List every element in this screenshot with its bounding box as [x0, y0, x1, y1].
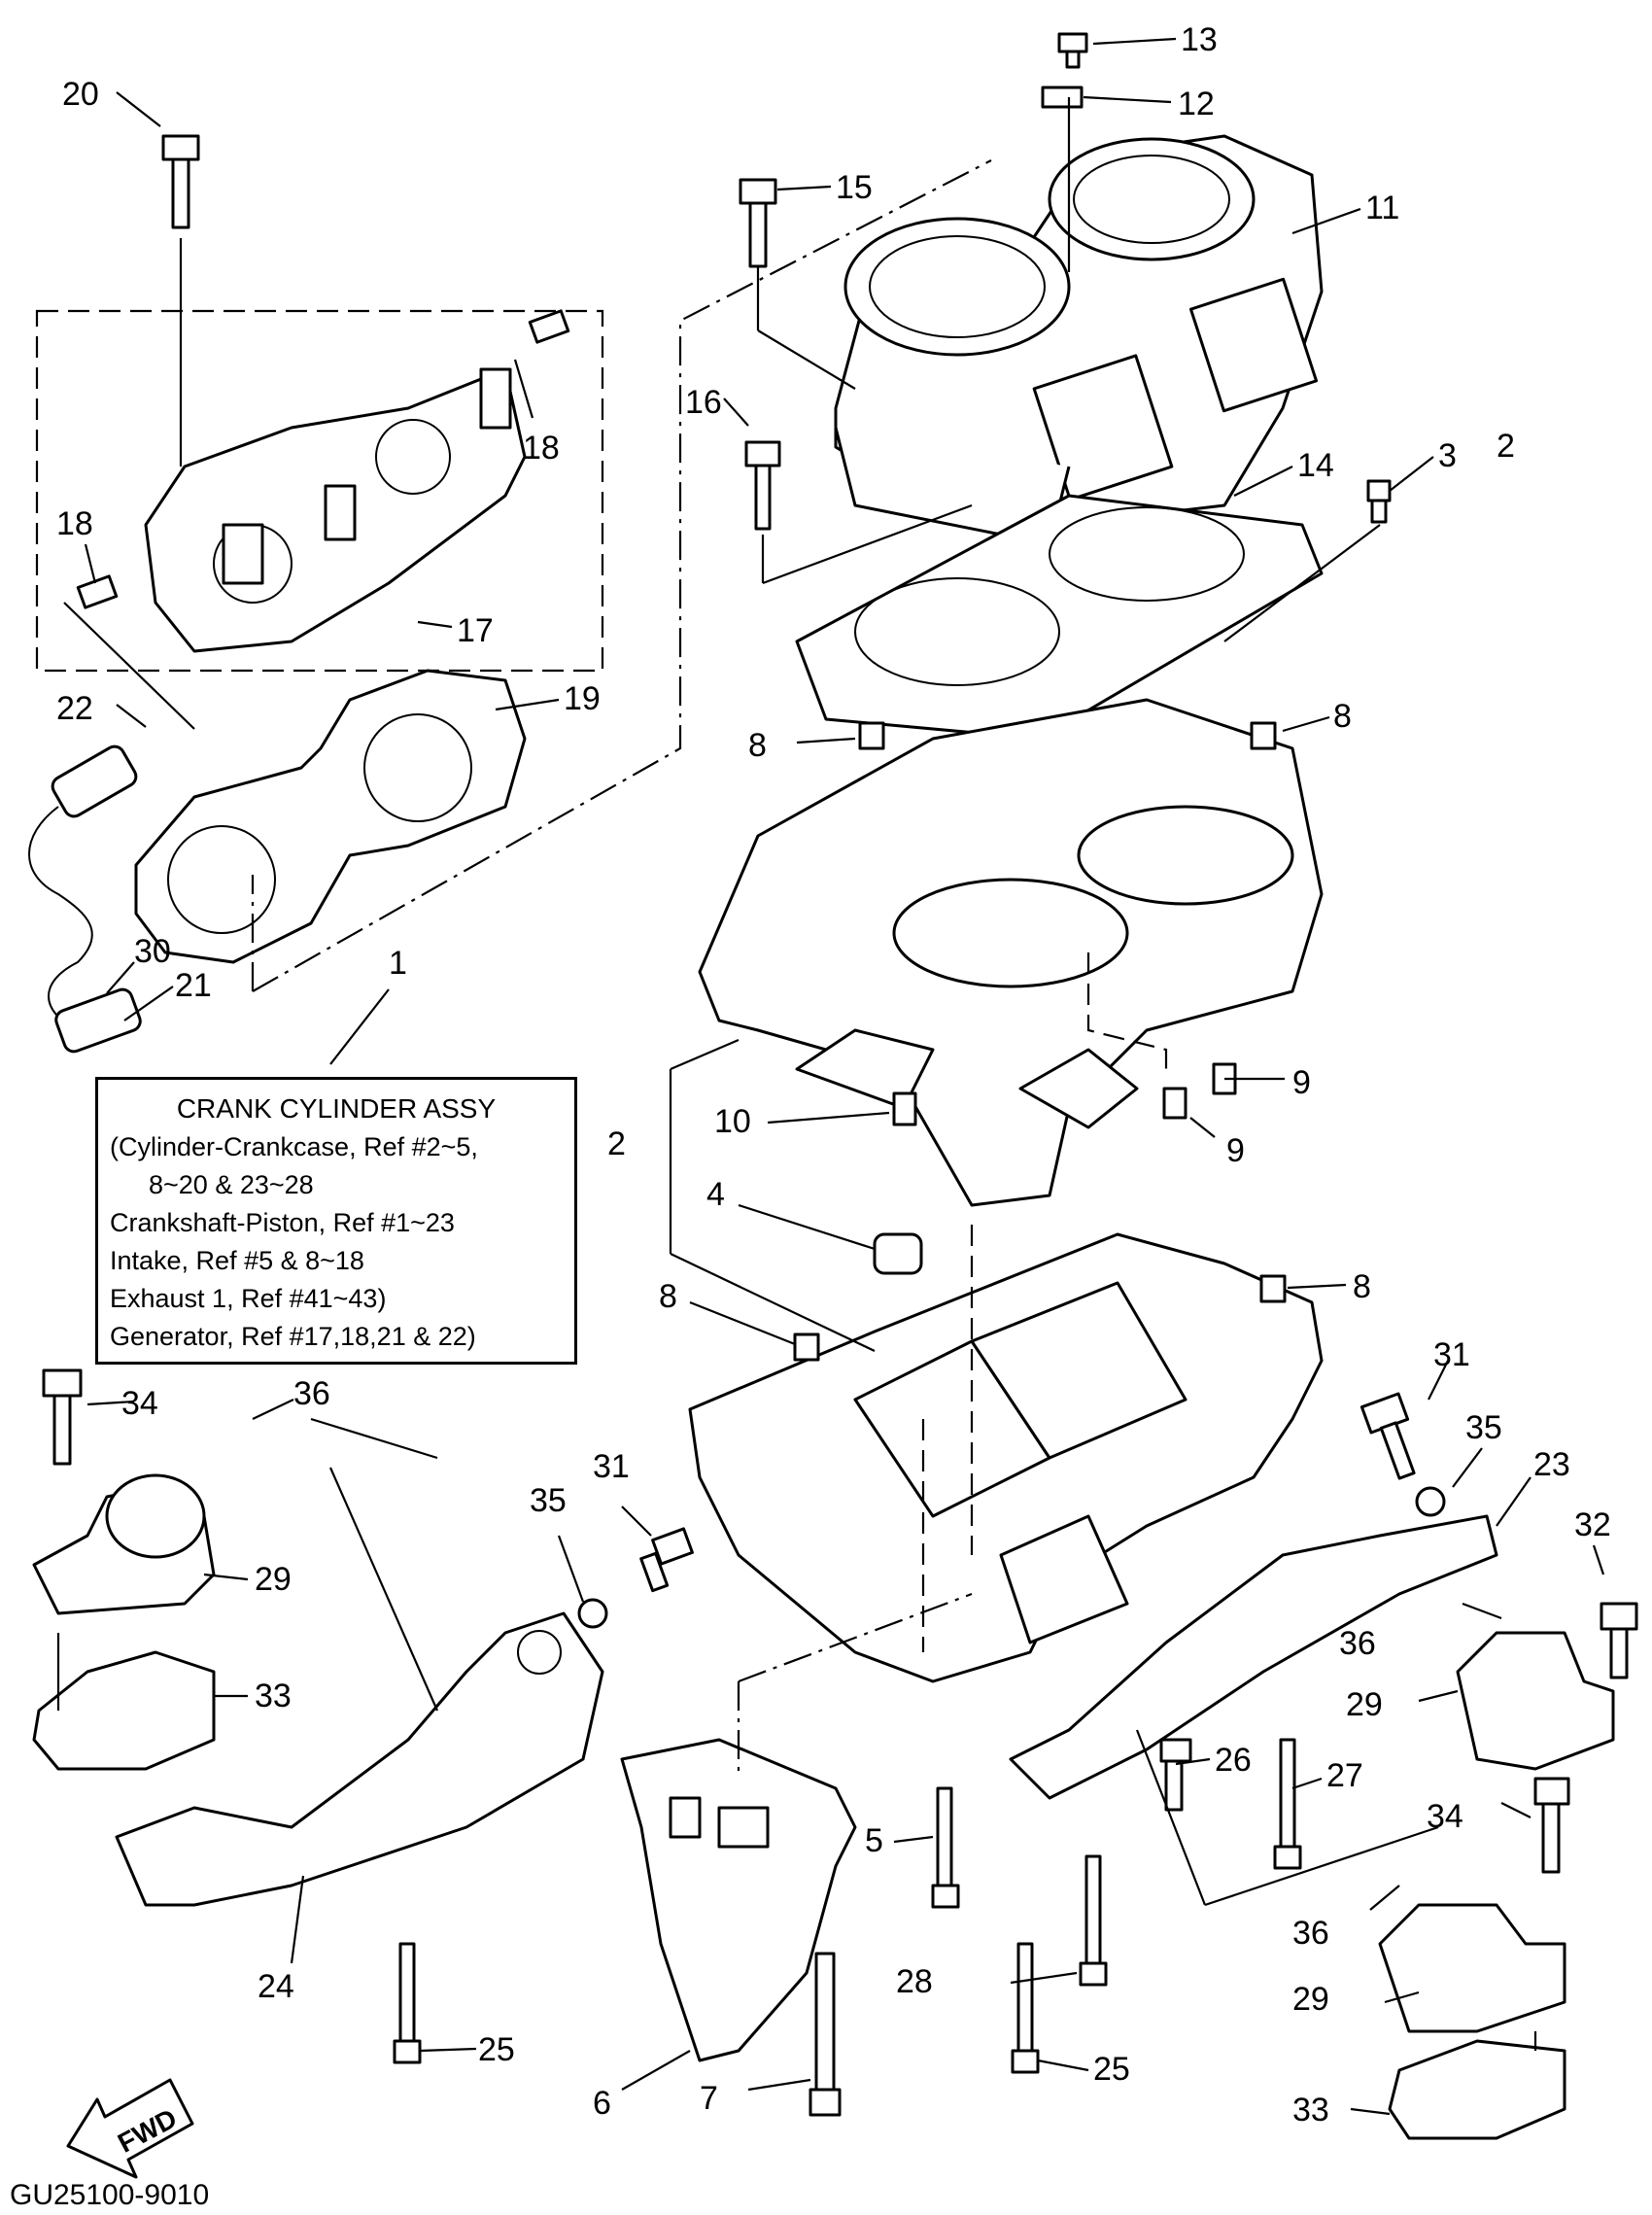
callout-27: 27	[1326, 1757, 1363, 1794]
callout-36: 36	[293, 1375, 330, 1412]
callout-32: 32	[1574, 1506, 1611, 1543]
bolts	[42, 32, 1638, 2117]
head-gasket	[134, 669, 527, 964]
assy-line: Crankshaft-Piston, Ref #1~23	[110, 1208, 455, 1237]
callout-5: 5	[865, 1822, 883, 1859]
lower-crankcase	[688, 1232, 1324, 1683]
callout-18: 18	[523, 430, 560, 467]
callout-29: 29	[255, 1561, 292, 1598]
callout-24: 24	[258, 1968, 294, 2005]
callout-1: 1	[389, 945, 407, 982]
callout-3: 3	[1438, 437, 1457, 474]
callout-17: 17	[457, 612, 494, 649]
callout-34: 34	[121, 1385, 158, 1422]
cylinder-head	[144, 367, 527, 653]
assy-line: Generator, Ref #17,18,21 & 22)	[110, 1322, 476, 1351]
callout-13: 13	[1181, 21, 1218, 58]
engine-bed-right	[1009, 1514, 1498, 1800]
cylinder-head-dashed-group	[35, 309, 604, 673]
assy-line: (Cylinder-Crankcase, Ref #2~5,	[110, 1132, 478, 1161]
callout-22: 22	[56, 690, 93, 727]
callout-36: 36	[1292, 1915, 1329, 1952]
reference-dash-lines	[251, 159, 1168, 1779]
engine-bed-left	[115, 1611, 604, 1907]
callout-8: 8	[748, 727, 767, 764]
forward-arrow: FWD	[66, 2078, 194, 2179]
callout-29: 29	[1292, 1981, 1329, 2018]
callout-9: 9	[1226, 1132, 1245, 1169]
assy-line: 8~20 & 23~28	[149, 1170, 314, 1199]
callout-35: 35	[1465, 1409, 1502, 1446]
assy-title: CRANK CYLINDER ASSY	[176, 1093, 497, 1124]
callout-labels: 13 12 20 15 11 18 16 3 2 14 18 17 22 19 …	[56, 21, 1611, 2128]
diagram-code: GU25100-9010	[10, 2179, 209, 2211]
cylinder-block	[834, 134, 1324, 546]
callout-19: 19	[564, 680, 601, 717]
callout-7: 7	[700, 2080, 718, 2117]
callout-2: 2	[1497, 428, 1515, 465]
leader-lines	[56, 37, 1605, 2116]
callout-33: 33	[1292, 2092, 1329, 2128]
callout-8: 8	[1353, 1268, 1371, 1305]
cylinder-base-gasket	[795, 494, 1324, 741]
callout-11: 11	[1365, 190, 1399, 226]
callout-8: 8	[1333, 698, 1352, 735]
callout-28: 28	[896, 1963, 933, 2000]
callout-31: 31	[593, 1448, 630, 1485]
callout-10: 10	[714, 1103, 751, 1140]
callout-35: 35	[530, 1482, 567, 1519]
engine-mount-right-lower	[1378, 1903, 1566, 2033]
callout-14: 14	[1297, 447, 1334, 484]
upper-crankcase	[698, 698, 1324, 1207]
callout-8: 8	[659, 1278, 677, 1315]
callout-25: 25	[1093, 2051, 1130, 2088]
mount-cover-left	[32, 1650, 216, 1771]
callout-25: 25	[478, 2031, 515, 2068]
callout-6: 6	[593, 2085, 611, 2122]
callout-18: 18	[56, 505, 93, 542]
callout-26: 26	[1215, 1742, 1252, 1779]
callout-4: 4	[706, 1176, 725, 1213]
mount-cover-right	[1388, 2039, 1566, 2140]
callout-33: 33	[255, 1678, 292, 1714]
callout-36: 36	[1339, 1625, 1376, 1662]
callout-21: 21	[175, 967, 212, 1004]
callout-12: 12	[1178, 86, 1215, 122]
callout-9: 9	[1292, 1064, 1311, 1101]
assy-line: Intake, Ref #5 & 8~18	[110, 1246, 364, 1275]
assy-line: Exhaust 1, Ref #41~43)	[110, 1284, 387, 1313]
callout-2: 2	[607, 1125, 626, 1162]
callout-20: 20	[62, 76, 99, 113]
callout-15: 15	[836, 169, 873, 206]
callout-30: 30	[134, 933, 171, 970]
hose	[28, 806, 93, 1031]
callout-31: 31	[1433, 1336, 1470, 1373]
crank-cylinder-assy-box: CRANK CYLINDER ASSY (Cylinder-Crankcase,…	[95, 1077, 577, 1365]
callout-29: 29	[1346, 1686, 1383, 1723]
callout-16: 16	[685, 384, 722, 421]
callout-23: 23	[1533, 1446, 1570, 1483]
callout-34: 34	[1427, 1798, 1463, 1835]
engine-mount-right-upper	[1456, 1631, 1615, 1771]
